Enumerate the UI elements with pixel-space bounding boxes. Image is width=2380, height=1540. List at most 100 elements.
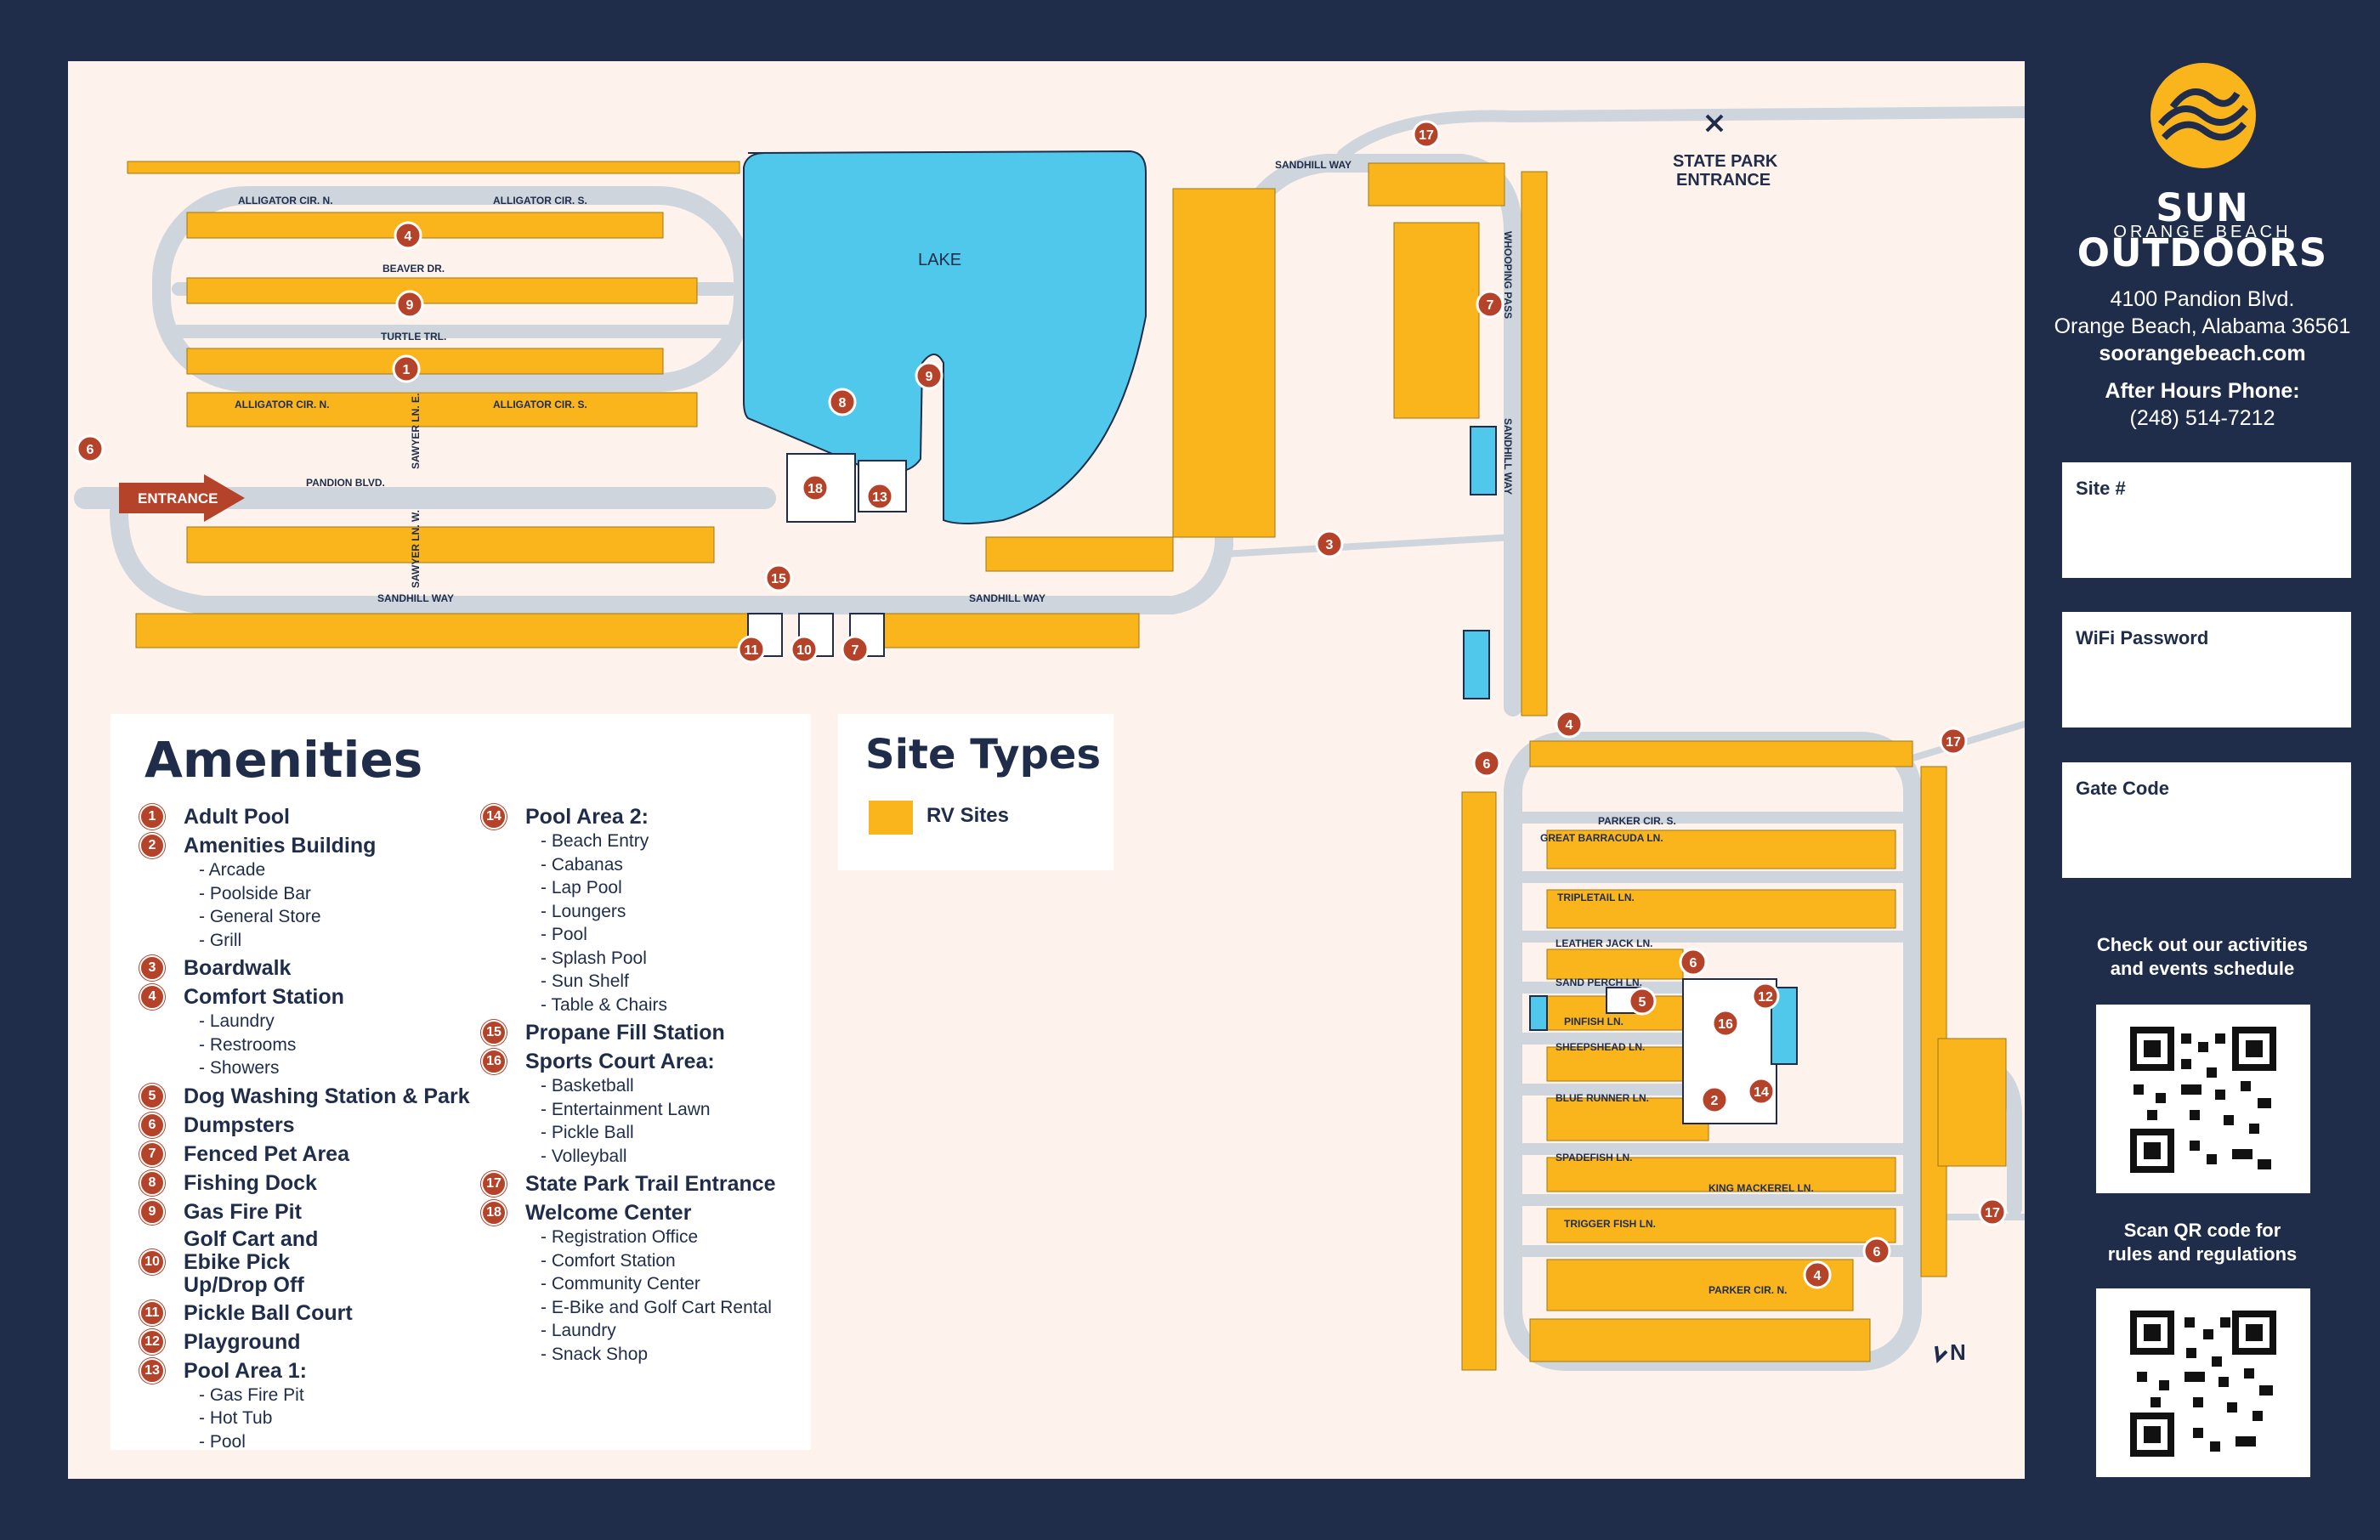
map-marker[interactable]: 15 bbox=[764, 563, 793, 592]
map-marker[interactable]: 2 bbox=[1700, 1085, 1729, 1114]
entrance-label: ENTRANCE bbox=[138, 490, 218, 507]
map-marker[interactable]: 7 bbox=[841, 635, 870, 664]
map-marker-number: 2 bbox=[1711, 1094, 1719, 1108]
amenity-number-badge: 16 bbox=[481, 1049, 507, 1074]
street-sandperch: SAND PERCH LN. bbox=[1556, 977, 1642, 988]
street-pandion: PANDION BLVD. bbox=[306, 477, 385, 489]
amenity-label: Adult Pool bbox=[184, 805, 290, 829]
amenity-buildings bbox=[747, 426, 1798, 1124]
street-sheepshead: SHEEPSHEAD LN. bbox=[1556, 1041, 1645, 1053]
map-marker[interactable]: 9 bbox=[915, 361, 944, 390]
street-sandhill-mid: SANDHILL WAY bbox=[969, 592, 1046, 604]
amenity-sub-item: - Pool bbox=[541, 925, 587, 944]
map-marker[interactable]: 4 bbox=[1803, 1260, 1832, 1289]
map-marker-number: 13 bbox=[872, 490, 887, 505]
map-marker[interactable]: 13 bbox=[865, 482, 894, 511]
amenity-label: Golf Cart and Ebike Pick Up/Drop Off bbox=[184, 1226, 319, 1297]
rv-site-label: RV Sites bbox=[926, 804, 1009, 827]
map-marker-number: 5 bbox=[1639, 995, 1646, 1010]
map-marker[interactable]: 11 bbox=[737, 635, 766, 664]
map-marker[interactable]: 3 bbox=[1315, 529, 1344, 558]
street-sawyer-w: SAWYER LN. W. bbox=[410, 510, 422, 588]
wifi-password-box[interactable]: WiFi Password bbox=[2062, 612, 2351, 728]
after-hours-phone[interactable]: (248) 514-7212 bbox=[2129, 406, 2275, 430]
amenity-label: Playground bbox=[184, 1329, 301, 1354]
street-beaver: BEAVER DR. bbox=[382, 263, 445, 275]
map-marker[interactable]: 6 bbox=[76, 434, 105, 463]
map-marker-number: 6 bbox=[87, 443, 94, 457]
street-sawyer-e: SAWYER LN. E. bbox=[410, 393, 422, 469]
amenity-number-badge: 3 bbox=[139, 955, 165, 981]
map-marker[interactable]: 12 bbox=[1751, 982, 1780, 1011]
map-marker[interactable]: 4 bbox=[1555, 710, 1584, 739]
map-marker[interactable]: 9 bbox=[395, 290, 424, 319]
map-marker[interactable]: 14 bbox=[1747, 1077, 1776, 1106]
amenity-label: Propane Fill Station bbox=[525, 1021, 725, 1045]
map-marker-number: 16 bbox=[1718, 1017, 1733, 1032]
amenity-number-badge: 6 bbox=[139, 1112, 165, 1138]
rules-qr-code[interactable] bbox=[2096, 1288, 2310, 1477]
activities-qr-code[interactable] bbox=[2096, 1005, 2310, 1193]
amenity-number-badge: 14 bbox=[481, 804, 507, 829]
map-marker[interactable]: 7 bbox=[1476, 290, 1504, 319]
map-marker[interactable]: 17 bbox=[1412, 120, 1441, 149]
map-marker[interactable]: 16 bbox=[1711, 1009, 1740, 1038]
amenity-label: Fishing Dock bbox=[184, 1170, 317, 1195]
map-marker[interactable]: 6 bbox=[1862, 1237, 1891, 1265]
map-marker-number: 9 bbox=[406, 298, 414, 313]
amenity-number-badge: 15 bbox=[481, 1020, 507, 1045]
amenity-number-badge: 18 bbox=[481, 1200, 507, 1226]
address-line-1: 4100 Pandion Blvd. bbox=[2110, 287, 2295, 311]
map-marker-number: 14 bbox=[1754, 1085, 1769, 1100]
map-marker-number: 4 bbox=[1566, 718, 1573, 733]
amenity-label: Amenities Building bbox=[184, 834, 377, 858]
map-marker[interactable]: 4 bbox=[394, 221, 422, 250]
gate-code-box[interactable]: Gate Code bbox=[2062, 762, 2351, 878]
amenity-number-badge: 4 bbox=[139, 984, 165, 1010]
map-marker[interactable]: 5 bbox=[1628, 987, 1657, 1016]
street-triggerfish: TRIGGER FISH LN. bbox=[1564, 1218, 1656, 1230]
map-marker-number: 6 bbox=[1483, 757, 1491, 772]
amenity-sub-item: - Grill bbox=[199, 930, 242, 950]
site-number-box[interactable]: Site # bbox=[2062, 462, 2351, 578]
site-types-legend: Site Types RV Sites bbox=[838, 714, 1114, 870]
state-park-entrance: STATE PARK ENTRANCE bbox=[1673, 114, 1778, 190]
website-link[interactable]: soorangebeach.com bbox=[2099, 342, 2306, 365]
map-marker[interactable]: 17 bbox=[1939, 727, 1968, 756]
gate-code-label: Gate Code bbox=[2076, 778, 2170, 799]
amenity-sub-item: - Pool bbox=[199, 1431, 246, 1452]
north-label: N bbox=[1950, 1339, 1966, 1365]
address-line-2: Orange Beach, Alabama 36561 bbox=[2054, 314, 2351, 338]
amenity-item: 15 Propane Fill Station bbox=[481, 1020, 776, 1045]
site-number-label: Site # bbox=[2076, 478, 2126, 499]
amenity-sub-item: - Loungers bbox=[541, 901, 626, 921]
map-marker[interactable]: 8 bbox=[828, 388, 857, 416]
map-marker-number: 1 bbox=[403, 363, 411, 377]
map-marker[interactable]: 6 bbox=[1679, 948, 1708, 977]
amenity-number-badge: 17 bbox=[481, 1171, 507, 1197]
entrance-arrow: ENTRANCE bbox=[119, 474, 245, 522]
amenities-title: Amenities bbox=[144, 731, 423, 789]
activities-text-line2: and events schedule bbox=[2110, 958, 2295, 979]
amenity-sub-item: - Entertainment Lawn bbox=[541, 1099, 711, 1119]
after-hours-label: After Hours Phone: bbox=[2105, 379, 2300, 403]
map-marker[interactable]: 10 bbox=[790, 635, 819, 664]
map-marker[interactable]: 18 bbox=[801, 473, 830, 502]
map-marker[interactable]: 6 bbox=[1472, 749, 1501, 778]
amenity-sub-item: - Laundry bbox=[199, 1011, 275, 1031]
amenity-label: Dog Washing Station & Park bbox=[184, 1084, 470, 1108]
map-marker[interactable]: 17 bbox=[1978, 1197, 2007, 1226]
activities-text-line1: Check out our activities bbox=[2096, 934, 2309, 955]
amenity-sub-item: - Snack Shop bbox=[541, 1344, 649, 1364]
map-marker-number: 6 bbox=[1873, 1245, 1881, 1260]
street-alligator-s-bottom: ALLIGATOR CIR. S. bbox=[493, 399, 587, 410]
map-marker[interactable]: 1 bbox=[392, 354, 421, 383]
amenity-label: Comfort Station bbox=[184, 985, 344, 1009]
